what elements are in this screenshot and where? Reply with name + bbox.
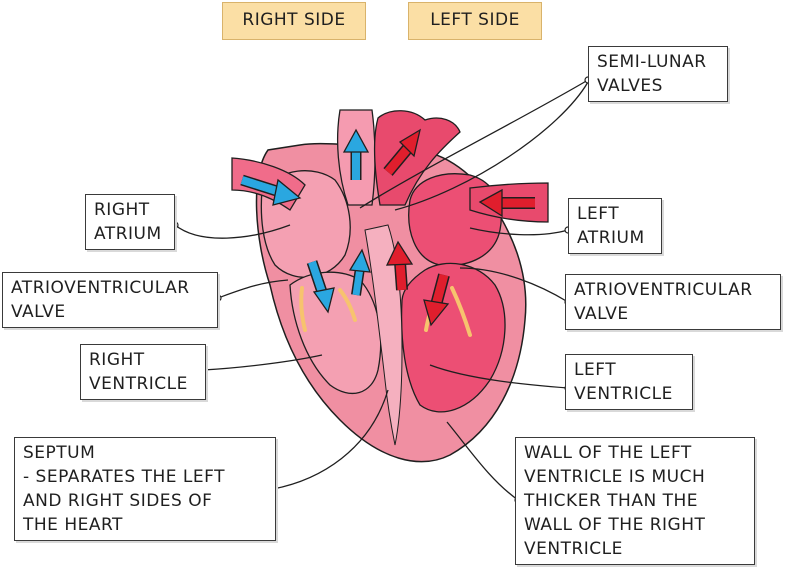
red-arrow-pulmonary-vein bbox=[478, 188, 535, 218]
right-ventricle-chamber bbox=[289, 271, 382, 394]
red-arrow-down-left-ventricle bbox=[423, 273, 450, 327]
wall-left-ventricle-label: WALL OF THE LEFT VENTRICLE IS MUCH THICK… bbox=[515, 437, 755, 565]
septum-label: SEPTUM - SEPARATES THE LEFT AND RIGHT SI… bbox=[14, 437, 276, 541]
left-ventricle-label: LEFT VENTRICLE bbox=[565, 354, 693, 410]
leader-av-right bbox=[217, 279, 289, 299]
av-valve-right-shape-2 bbox=[338, 288, 357, 322]
semi-lunar-valves-label: SEMI-LUNAR VALVES bbox=[588, 46, 728, 102]
av-valve-left-shape-2 bbox=[450, 286, 472, 337]
red-arrow-up-left-ventricle bbox=[385, 240, 414, 291]
leader-av-left bbox=[459, 267, 569, 303]
av-valve-right-label: ATRIOVENTRICULAR VALVE bbox=[2, 272, 218, 328]
blue-arrow-pulmonary-up bbox=[342, 128, 370, 180]
leader-septum bbox=[272, 389, 389, 490]
aorta bbox=[374, 110, 461, 206]
right-side-header: RIGHT SIDE bbox=[222, 2, 366, 40]
leader-semi-lunar-1 bbox=[359, 79, 589, 209]
left-side-header: LEFT SIDE bbox=[408, 2, 542, 40]
leader-right-atrium bbox=[174, 224, 291, 239]
leader-right-ventricle bbox=[202, 354, 323, 371]
blue-arrow-ventricle-up bbox=[348, 248, 371, 296]
av-valve-right-shape bbox=[299, 286, 307, 332]
blue-arrow-vena-cava bbox=[240, 174, 302, 206]
left-atrium-label: LEFT ATRIUM bbox=[568, 198, 662, 254]
red-arrow-aorta bbox=[383, 128, 421, 176]
leader-left-atrium bbox=[469, 227, 569, 236]
leader-semi-lunar-2 bbox=[394, 81, 589, 211]
right-ventricle-label: RIGHT VENTRICLE bbox=[80, 344, 206, 400]
blue-arrow-right-ventricle-down bbox=[306, 260, 335, 314]
leader-left-ventricle bbox=[429, 364, 569, 389]
leader-wall bbox=[446, 421, 519, 501]
right-atrium-label: RIGHT ATRIUM bbox=[85, 194, 175, 250]
av-valve-left-label: ATRIOVENTRICULAR VALVE bbox=[565, 274, 781, 330]
leader-lines bbox=[174, 79, 589, 501]
